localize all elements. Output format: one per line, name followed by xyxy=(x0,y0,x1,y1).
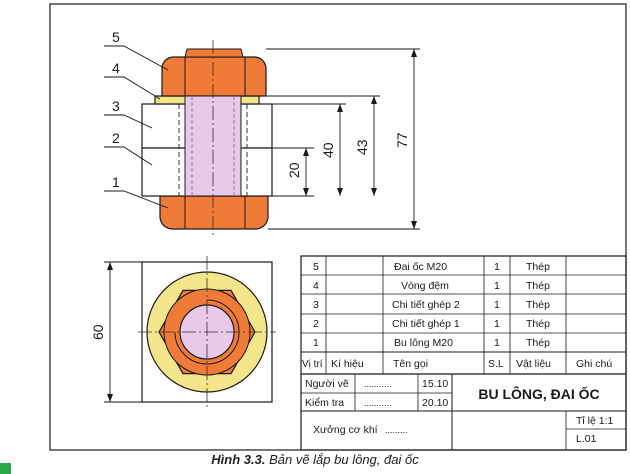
workshop-dots: ......... xyxy=(385,425,408,435)
top-view xyxy=(138,256,276,408)
part-number-5: 5 xyxy=(112,29,120,45)
row5-qty: 1 xyxy=(494,261,500,273)
row1-name: Bu lông M20 xyxy=(394,337,453,349)
row2-material: Thép xyxy=(526,318,550,330)
part-leaders: 5 4 3 2 1 xyxy=(104,29,169,209)
drawing-title: BU LÔNG, ĐAI ỐC xyxy=(478,385,599,402)
part-number-2: 2 xyxy=(112,130,120,146)
row2-no: 2 xyxy=(313,318,319,330)
drawn-by-label: Người vẽ xyxy=(305,378,349,390)
row1-no: 1 xyxy=(313,337,319,349)
row5-material: Thép xyxy=(526,261,550,273)
row1-material: Thép xyxy=(526,337,550,349)
dimensions-top xyxy=(104,261,142,403)
caption-label: Hình 3.3. xyxy=(211,452,266,467)
header-qty: S.L xyxy=(488,358,504,370)
row4-name: Vòng đệm xyxy=(401,280,449,292)
caption-text: Bản vẽ lắp bu lông, đai ốc xyxy=(265,452,419,467)
parts-list-table xyxy=(300,255,627,451)
part-number-3: 3 xyxy=(112,98,120,114)
part-number-1: 1 xyxy=(112,174,120,190)
row1-qty: 1 xyxy=(494,337,500,349)
row4-qty: 1 xyxy=(494,280,500,292)
row3-no: 3 xyxy=(313,299,319,311)
dim-60: 60 xyxy=(90,324,106,340)
checked-by-label: Kiểm tra xyxy=(305,397,344,409)
corner-marker xyxy=(0,463,11,474)
row4-material: Thép xyxy=(526,280,550,292)
thread-arc xyxy=(174,299,240,365)
figure-caption: Hình 3.3. Bản vẽ lắp bu lông, đai ốc xyxy=(0,452,630,467)
row5-no: 5 xyxy=(313,261,319,273)
checked-dots: ........... xyxy=(364,398,392,408)
part-number-4: 4 xyxy=(112,60,120,76)
header-name: Tên gọi xyxy=(393,358,428,370)
row2-qty: 1 xyxy=(494,318,500,330)
workshop-label: Xưởng cơ khí xyxy=(313,424,378,436)
row3-material: Thép xyxy=(526,299,550,311)
nut xyxy=(161,56,267,97)
title-block: Người vẽ ........... 15.10 Kiểm tra ....… xyxy=(305,378,614,445)
parts-list-rows: 5 Đai ốc M20 1 Thép 4 Vòng đệm 1 Thép 3 … xyxy=(302,261,612,370)
dim-43: 43 xyxy=(354,139,370,155)
front-view xyxy=(141,40,273,236)
header-material: Vật liệu xyxy=(516,358,551,370)
dimension-arrows xyxy=(303,49,417,229)
sheet-number: L.01 xyxy=(576,433,597,445)
row3-qty: 1 xyxy=(494,299,500,311)
row3-name: Chi tiết ghép 2 xyxy=(392,299,460,311)
row4-no: 4 xyxy=(313,280,319,292)
dim-77: 77 xyxy=(394,132,410,148)
scale-label: Tỉ lệ 1:1 xyxy=(576,415,614,427)
header-code: Kí hiệu xyxy=(331,358,364,370)
header-note: Ghi chú xyxy=(576,358,612,370)
drawn-date: 15.10 xyxy=(422,378,448,390)
header-pos: Vị trí xyxy=(302,359,323,370)
drawn-dots: ........... xyxy=(364,379,392,389)
dim-40: 40 xyxy=(320,142,336,158)
row2-name: Chi tiết ghép 1 xyxy=(392,318,460,330)
dimensions-front xyxy=(266,48,420,230)
dim-20: 20 xyxy=(286,162,302,178)
checked-date: 20.10 xyxy=(422,397,448,409)
row5-name: Đai ốc M20 xyxy=(394,261,447,273)
bolt-head xyxy=(159,195,269,230)
